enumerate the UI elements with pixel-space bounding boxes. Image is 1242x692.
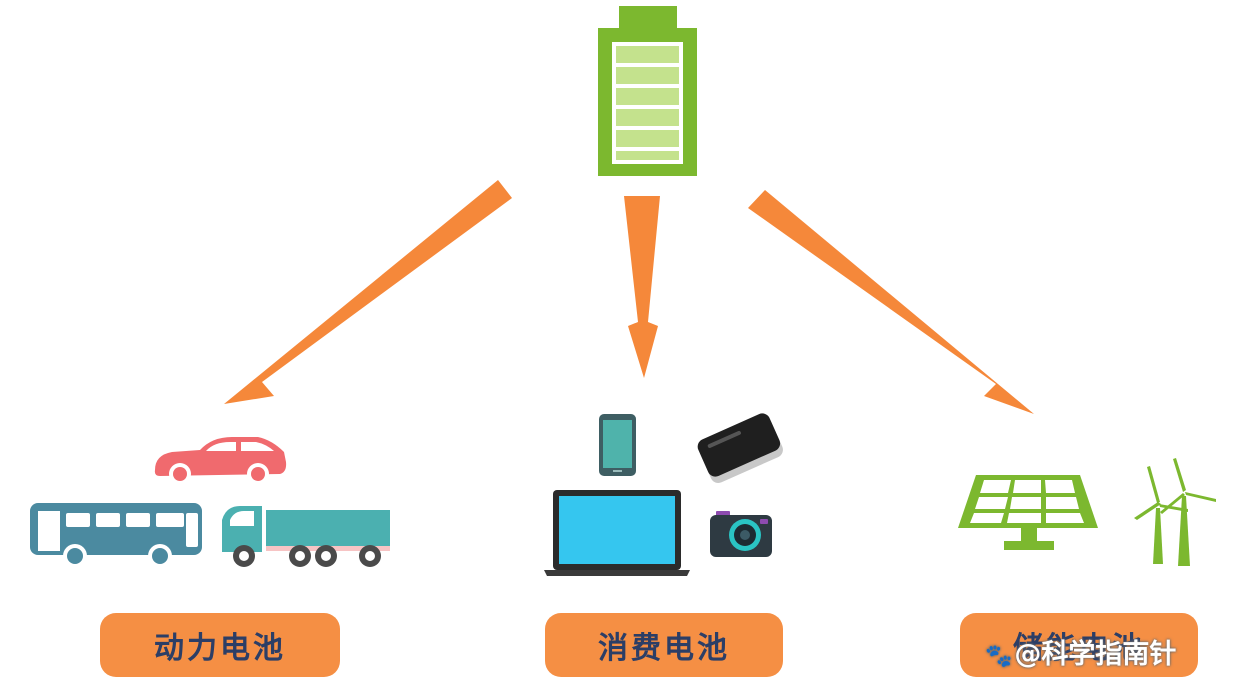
storage-battery-label: 储能电池 <box>960 613 1198 677</box>
storage-battery-text: 储能电池 <box>1013 631 1145 666</box>
consumer-battery-label: 消费电池 <box>545 613 783 677</box>
camera-icon <box>710 511 772 557</box>
arrow-left-icon <box>224 180 512 404</box>
paw-icon: 🐾 <box>985 644 1013 669</box>
truck-icon <box>222 506 390 567</box>
wind-turbine-icon <box>1134 458 1216 566</box>
arrow-right-icon <box>748 190 1034 414</box>
power-bank-icon <box>697 413 783 483</box>
power-battery-label: 动力电池 <box>100 613 340 677</box>
battery-icon <box>598 6 697 176</box>
arrow-center-icon <box>624 196 660 378</box>
bus-icon <box>30 503 202 568</box>
watermark-text: @科学指南针 <box>1014 639 1177 670</box>
consumer-battery-text: 消费电池 <box>598 631 730 666</box>
watermark: 🐾@科学指南针 <box>985 632 1176 671</box>
car-icon <box>154 437 287 485</box>
solar-panel-icon <box>958 475 1098 550</box>
power-battery-text: 动力电池 <box>154 631 286 666</box>
laptop-icon <box>544 490 690 576</box>
smartphone-icon <box>599 414 636 476</box>
